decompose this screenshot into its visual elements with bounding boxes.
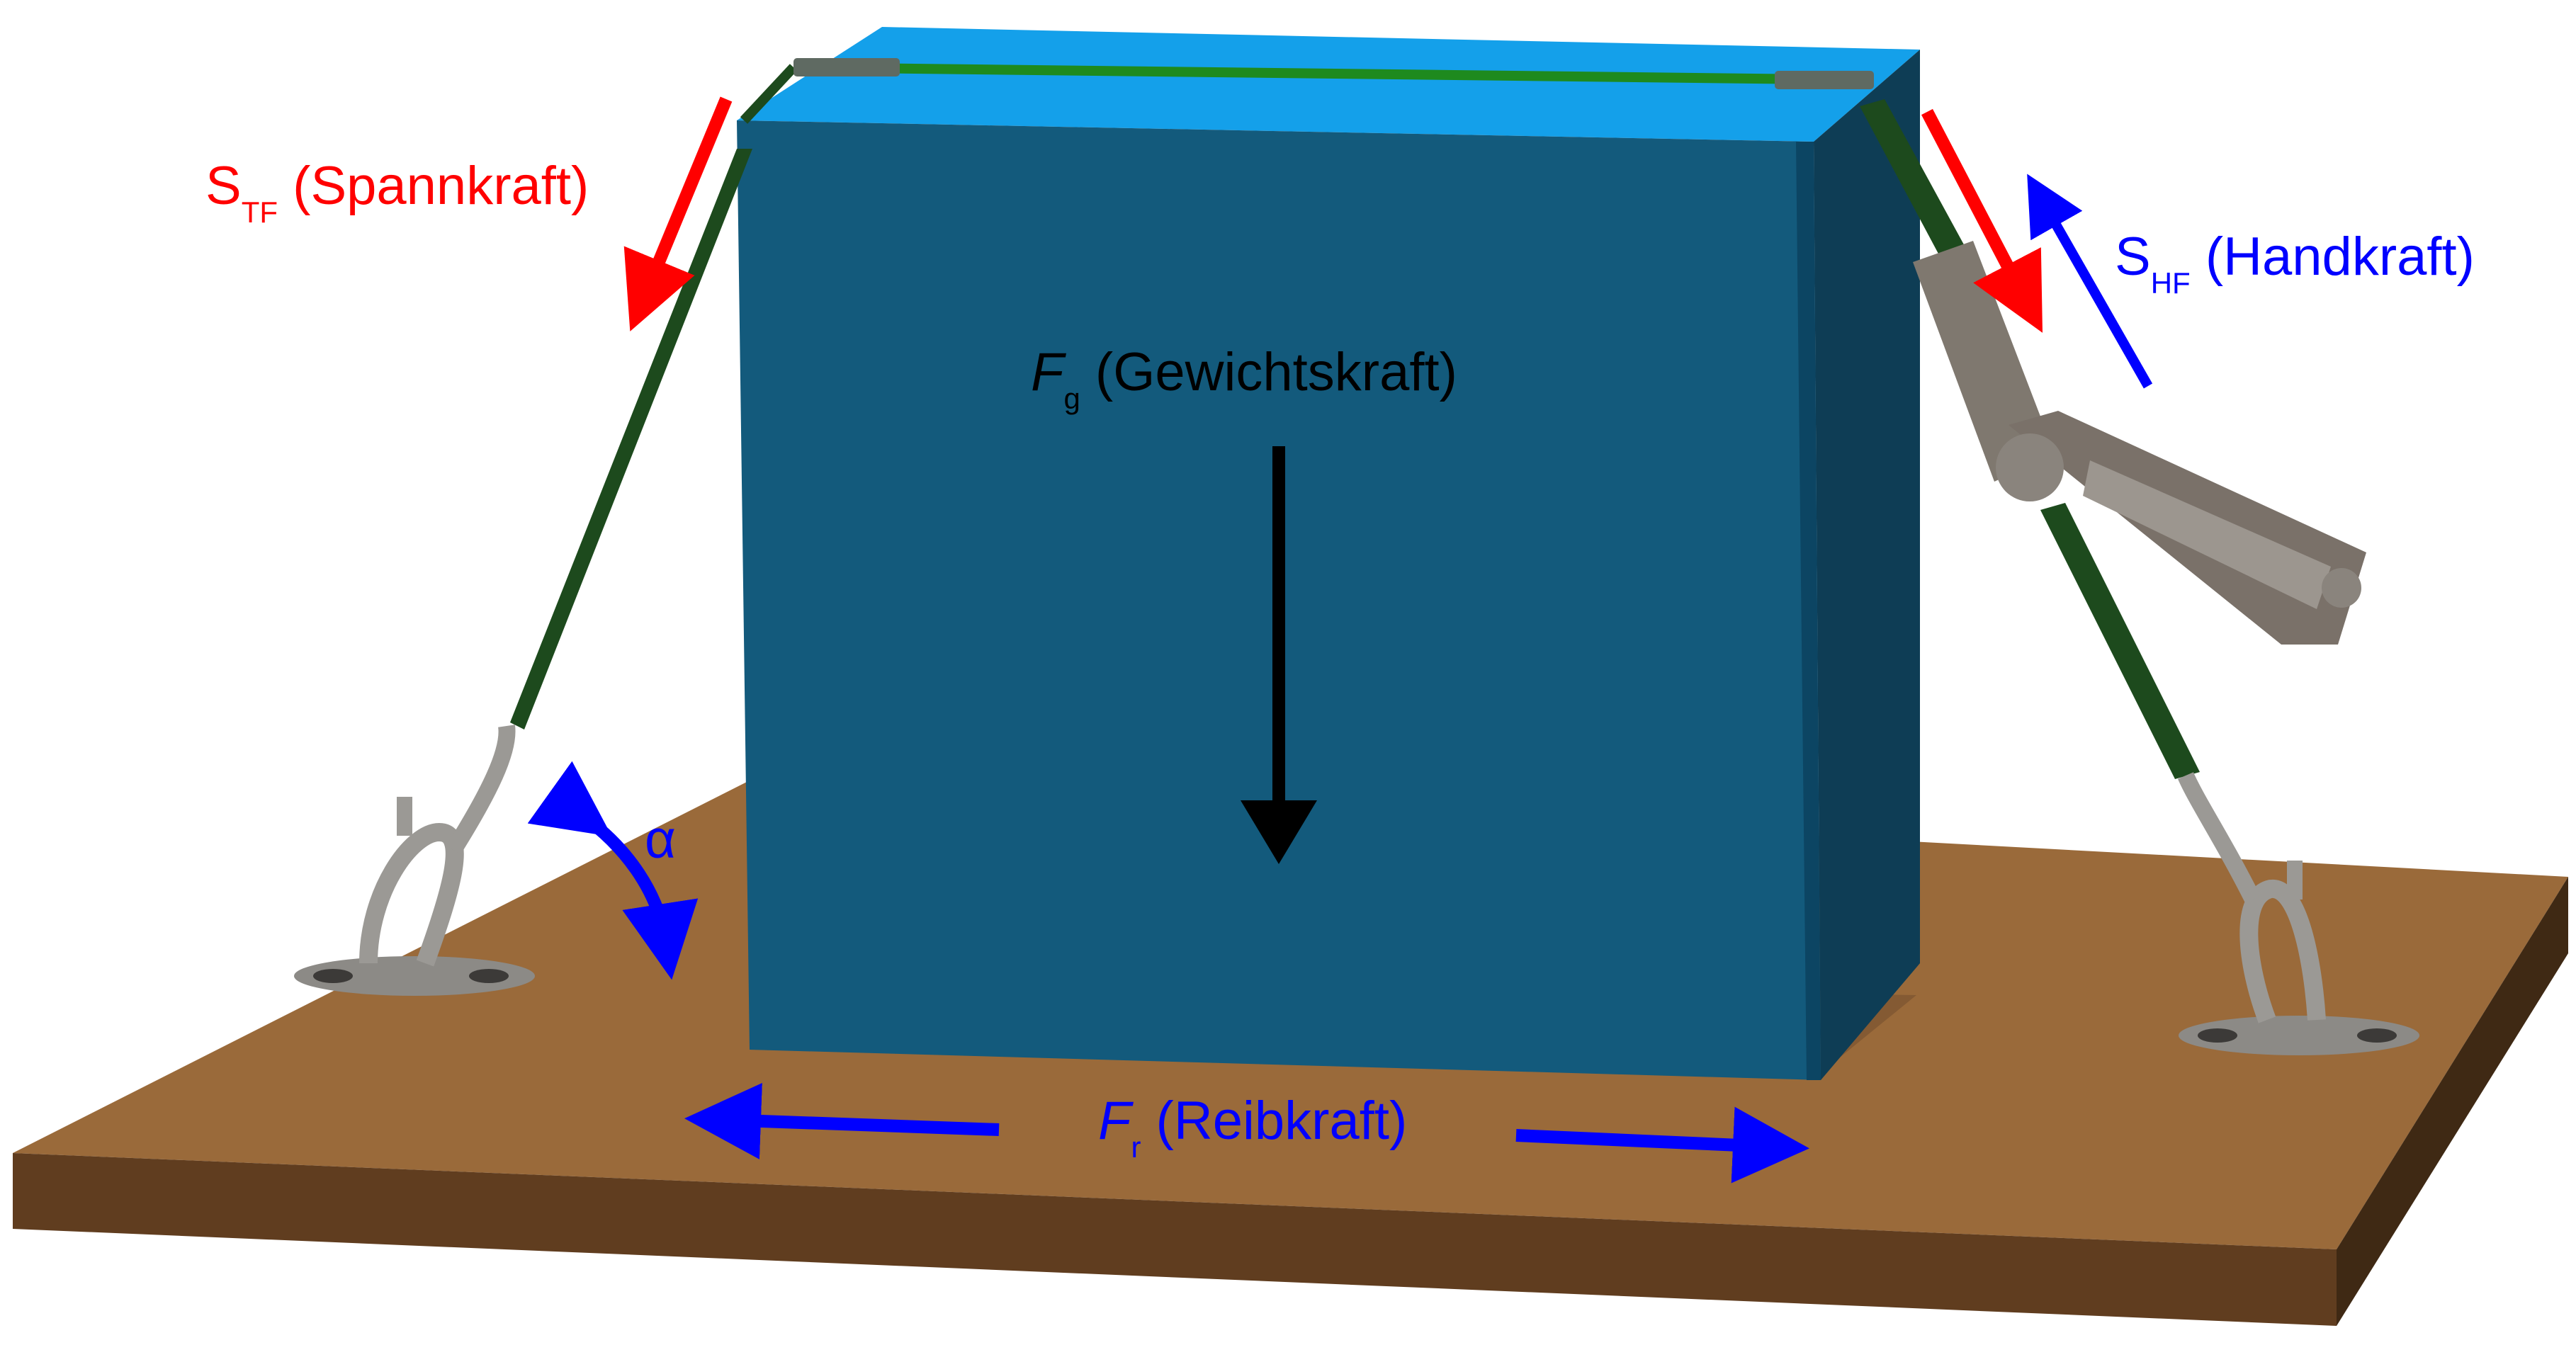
strap-left-edge bbox=[740, 64, 798, 124]
right-anchor-hole-2 bbox=[2357, 1028, 2397, 1043]
right-anchor-plate bbox=[2179, 1016, 2419, 1055]
cargo-box bbox=[737, 27, 1920, 1080]
right-anchor bbox=[2177, 772, 2419, 1055]
ratchet-handle-end bbox=[2322, 568, 2361, 608]
right-hook bbox=[2177, 772, 2261, 904]
corner-protector-left bbox=[793, 58, 900, 76]
box-top-face bbox=[737, 27, 1920, 142]
ratchet-body bbox=[1913, 241, 2055, 482]
reibkraft-arrow-left bbox=[684, 1082, 1000, 1159]
floor-front bbox=[13, 1153, 2337, 1326]
left-pin bbox=[397, 797, 412, 836]
spannkraft-arrow-right bbox=[1921, 108, 2043, 333]
strap-top bbox=[793, 62, 1814, 84]
gewichtskraft-symbol: F bbox=[1031, 342, 1064, 402]
left-chain-link bbox=[359, 822, 464, 967]
spannkraft-sub: TF bbox=[241, 195, 278, 229]
spannkraft-label: STF (Spannkraft) bbox=[205, 159, 589, 227]
right-chain-link bbox=[2239, 880, 2326, 1023]
right-anchor-hole bbox=[2198, 1028, 2237, 1043]
reibkraft-arrow-right bbox=[1515, 1106, 1809, 1184]
ratchet-pivot bbox=[1996, 433, 2064, 501]
gewichtskraft-text: (Gewichtskraft) bbox=[1080, 342, 1457, 402]
handkraft-arrow bbox=[2027, 174, 2153, 389]
handkraft-label: SHF (Handkraft) bbox=[2115, 230, 2475, 298]
corner-protector-right bbox=[1775, 71, 1874, 89]
ratchet-handle-light bbox=[2083, 460, 2331, 609]
left-hook bbox=[446, 725, 516, 855]
spannkraft-arrow bbox=[623, 96, 733, 331]
reibkraft-symbol: F bbox=[1098, 1091, 1131, 1151]
reibkraft-label: Fr (Reibkraft) bbox=[1098, 1094, 1407, 1162]
handkraft-text: (Handkraft) bbox=[2190, 227, 2475, 287]
ratchet bbox=[1913, 241, 2366, 645]
box-front-edge bbox=[1796, 142, 1821, 1080]
spannkraft-symbol: S bbox=[205, 156, 242, 216]
reibkraft-text: (Reibkraft) bbox=[1141, 1091, 1408, 1151]
alpha-angle-arrow bbox=[527, 761, 699, 980]
left-anchor bbox=[294, 725, 535, 996]
spannkraft-text: (Spannkraft) bbox=[278, 156, 589, 216]
handkraft-sub: HF bbox=[2150, 266, 2191, 300]
gewichtskraft-sub: g bbox=[1063, 382, 1080, 415]
strap-left bbox=[510, 149, 752, 730]
strap-right-upper bbox=[1860, 99, 1970, 266]
handkraft-symbol: S bbox=[2115, 227, 2151, 287]
box-side-face bbox=[1814, 50, 1920, 1080]
strap-right-lower bbox=[2040, 503, 2200, 779]
alpha-label: α bbox=[645, 810, 676, 870]
left-anchor-hole bbox=[313, 969, 353, 983]
floor-side bbox=[2337, 877, 2568, 1326]
reibkraft-sub: r bbox=[1131, 1130, 1141, 1164]
left-anchor-plate bbox=[294, 956, 535, 996]
right-pin bbox=[2287, 861, 2303, 899]
gewichtskraft-label: Fg (Gewichtskraft) bbox=[1031, 346, 1457, 414]
left-anchor-hole-2 bbox=[469, 969, 509, 983]
